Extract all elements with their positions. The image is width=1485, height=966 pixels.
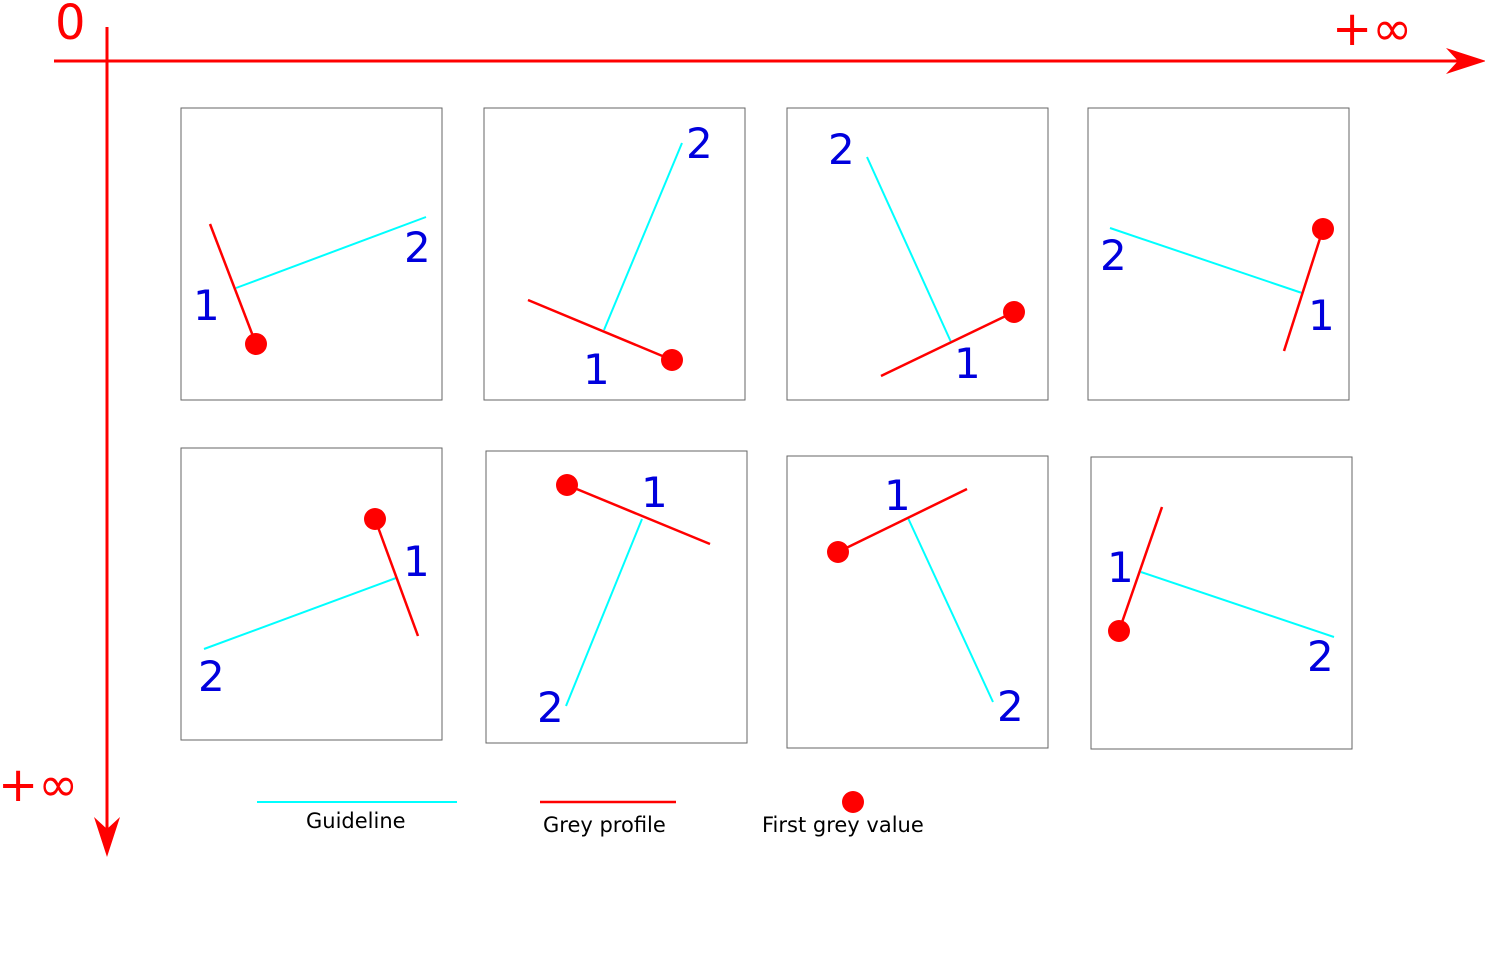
label-2: 2 <box>1100 231 1127 280</box>
first-grey-value-dot <box>556 474 578 496</box>
panel-3: 1 2 <box>786 107 1049 401</box>
y-axis-arrowhead <box>94 817 120 857</box>
guideline <box>1140 571 1335 638</box>
guideline <box>603 142 683 331</box>
x-axis-arrowhead <box>1446 48 1485 74</box>
panel-frame <box>483 107 746 401</box>
grey-profile <box>1117 506 1164 632</box>
legend: Guideline Grey profile First grey value <box>257 791 924 837</box>
legend-first-grey-value-label: First grey value <box>762 813 924 837</box>
guideline <box>203 577 397 650</box>
panel-frame <box>180 447 443 741</box>
guideline <box>235 216 427 289</box>
guideline <box>866 156 952 343</box>
label-2: 2 <box>1307 632 1334 681</box>
label-2: 2 <box>537 683 564 732</box>
panel-4: 1 2 <box>1087 107 1350 401</box>
grey-profile <box>837 487 968 554</box>
first-grey-value-dot <box>1003 301 1025 323</box>
guideline <box>1109 227 1303 294</box>
coordinate-axes: 0 +∞ +∞ <box>0 0 1485 857</box>
first-grey-value-dot <box>1108 620 1130 642</box>
first-grey-value-dot <box>364 508 386 530</box>
label-1: 1 <box>403 537 430 586</box>
first-grey-value-dot <box>661 349 683 371</box>
panel-2: 1 2 <box>483 107 746 401</box>
label-1: 1 <box>1308 291 1335 340</box>
legend-first-grey-value-dot <box>842 791 864 813</box>
panel-1: 1 2 <box>180 107 443 401</box>
guideline <box>907 517 994 703</box>
label-2: 2 <box>404 223 431 272</box>
grey-profile <box>527 298 673 362</box>
grey-profile <box>880 310 1015 378</box>
grey-profile <box>566 483 711 546</box>
panel-8: 1 2 <box>1090 456 1353 750</box>
first-grey-value-dot <box>827 541 849 563</box>
label-1: 1 <box>193 281 220 330</box>
panel-frame <box>1087 107 1350 401</box>
x-axis-end-label: +∞ <box>1332 1 1412 57</box>
grey-profile <box>373 518 420 637</box>
panel-frame <box>485 450 748 744</box>
panel-6: 1 2 <box>485 450 748 744</box>
first-grey-value-dot <box>1312 218 1334 240</box>
label-2: 2 <box>198 652 225 701</box>
grey-profile <box>1282 228 1325 352</box>
first-grey-value-dot <box>245 333 267 355</box>
label-1: 1 <box>583 345 610 394</box>
label-2: 2 <box>686 119 713 168</box>
guideline <box>565 518 643 707</box>
panel-frame <box>786 455 1049 749</box>
legend-grey-profile-label: Grey profile <box>543 813 666 837</box>
panel-7: 1 2 <box>786 455 1049 749</box>
panel-frame <box>1090 456 1353 750</box>
label-2: 2 <box>997 682 1024 731</box>
label-1: 1 <box>1107 543 1134 592</box>
label-1: 1 <box>884 471 911 520</box>
grey-profile <box>208 223 258 345</box>
panel-frame <box>180 107 443 401</box>
panel-frame <box>786 107 1049 401</box>
origin-label: 0 <box>55 0 86 51</box>
panel-5: 1 2 <box>180 447 443 741</box>
label-2: 2 <box>828 125 855 174</box>
y-axis-end-label: +∞ <box>0 757 78 813</box>
label-1: 1 <box>641 468 668 517</box>
label-1: 1 <box>954 339 981 388</box>
legend-guideline-label: Guideline <box>306 809 406 833</box>
